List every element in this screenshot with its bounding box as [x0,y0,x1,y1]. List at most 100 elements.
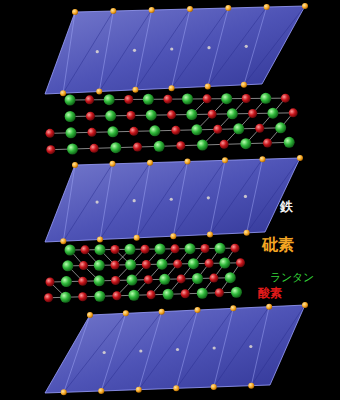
oxygen-atom [87,128,96,137]
lanthanum-atom [197,288,208,299]
lanthanum-atom [227,108,238,119]
lanthanum-atom [182,94,193,105]
iron-atom [244,195,247,198]
octahedron-edge [100,163,150,240]
lanthanum-atom [185,243,196,254]
octahedron-edge [64,313,126,392]
arsenic-atom [244,230,250,236]
oxygen-atom [147,290,156,299]
lanthanum-atom [231,287,242,298]
arsenic-atom [96,89,102,95]
feas-layer [45,6,305,94]
lanthanum-atom [155,244,166,255]
lanthanum-atom [260,93,271,104]
oxygen-atom [209,274,218,283]
arsenic-atom [72,9,78,15]
lanthanum-atom [128,290,139,301]
oxygen-atom [171,244,180,253]
lanthanum-atom [215,243,226,254]
oxygen-atom [90,144,99,153]
oxygen-atom [85,95,94,104]
arsenic-atom [72,162,78,168]
oxygen-atom [176,141,185,150]
lanthanum-atom [143,94,154,105]
lanthanum-atom [60,292,71,303]
oxygen-atom [171,126,180,135]
oxygen-atom [167,110,176,119]
oxygen-atom [281,94,290,103]
lanthanum-atom [107,126,118,137]
oxygen-atom [133,143,142,152]
oxygen-label: 酸素 [258,287,282,300]
octahedron-edge [99,10,151,92]
oxygen-atom [144,275,153,284]
iron-atom [245,45,248,48]
oxygen-atom [111,276,120,285]
lanthanum-atom [149,125,160,136]
arsenic-atom [169,85,175,91]
octahedron-edge [214,307,269,387]
oxygen-atom [78,292,87,301]
oxygen-atom [86,112,95,121]
arsenic-atom [60,238,66,244]
iron-atom [139,349,142,352]
oxygen-atom [205,259,214,268]
oxygen-atom [201,244,210,253]
lanthanum-atom [67,144,78,155]
octahedron-edge [135,9,190,90]
lanthanum-atom [62,260,73,271]
arsenic-atom [264,4,270,10]
oxygen-atom [163,95,172,104]
arsenic-atom [207,232,213,238]
oxygen-atom [81,245,90,254]
lanthanum-atom [240,138,251,149]
arsenic-atom [187,6,193,12]
iron-atom [170,47,173,50]
lanthanum-atom [110,142,121,153]
lanthanum-atom [188,258,199,269]
iron-atom [133,199,136,202]
oxygen-atom [208,110,217,119]
la-o-layers [44,93,298,303]
arsenic-label: 砒素 [262,236,294,254]
oxygen-atom [236,258,245,267]
arsenic-atom [87,312,93,318]
arsenic-atom [136,387,142,393]
octahedron-edge [210,159,263,234]
oxygen-atom [203,94,212,103]
lanthanum-atom [221,93,232,104]
lanthanum-atom [125,244,136,255]
iron-atom [249,345,252,348]
arsenic-atom [230,305,236,311]
iron-atom [103,351,106,354]
oxygen-atom [215,288,224,297]
arsenic-atom [222,157,228,163]
arsenic-atom [110,161,116,167]
oxygen-atom [173,259,182,268]
octahedron-edge [208,8,229,87]
lanthanum-atom [186,109,197,120]
lanthanum-atom [65,95,76,106]
iron-label: 鉄 [280,200,293,214]
lanthanum-atom [65,111,76,122]
oxygen-atom [242,94,251,103]
arsenic-atom [248,383,254,389]
octahedron-edge [173,162,187,237]
arsenic-atom [132,87,138,93]
arsenic-atom [225,5,231,11]
octahedron-edge [208,7,267,87]
lanthanum-atom [191,124,202,135]
oxygen-atom [46,278,55,287]
lanthanum-atom [94,260,105,271]
feas-layer [45,158,300,242]
feas-layer [45,305,305,393]
oxygen-atom [79,261,88,270]
arsenic-atom [170,233,176,239]
arsenic-atom [98,388,104,394]
oxygen-atom [46,145,55,154]
lanthanum-atom [197,140,208,151]
arsenic-atom [173,385,179,391]
octahedron-edge [251,307,269,386]
lanthanum-atom [146,110,157,121]
